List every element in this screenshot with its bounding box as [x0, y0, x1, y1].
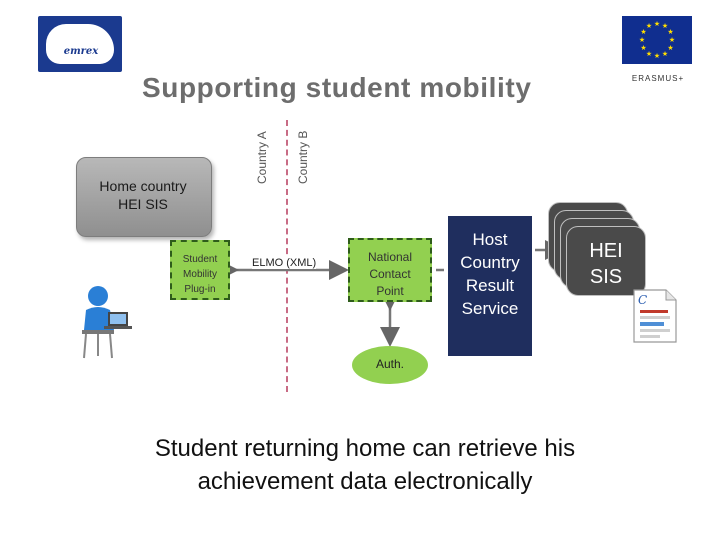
ncp-line3: Point: [348, 283, 432, 300]
hei-line2: SIS: [566, 264, 646, 290]
plugin-line2: Mobility: [170, 267, 230, 282]
host-country-result-service-label: Host Country Result Service: [448, 228, 532, 320]
home-hei-sis-label: Home country HEI SIS: [76, 177, 210, 213]
ncp-line2: Contact: [348, 266, 432, 283]
svg-text:C: C: [638, 293, 647, 307]
ncp-line1: National: [348, 249, 432, 266]
host-line4: Service: [448, 297, 532, 320]
hei-line1: HEI: [566, 238, 646, 264]
caption-text: Student returning home can retrieve his …: [40, 432, 690, 498]
host-line3: Result: [448, 274, 532, 297]
plugin-line1: Student: [170, 252, 230, 267]
caption-line2: achievement data electronically: [40, 465, 690, 498]
auth-label: Auth.: [352, 357, 428, 371]
document-icon: C: [630, 288, 680, 344]
student-computer-icon: [78, 284, 134, 360]
home-hei-sis-line2: HEI SIS: [76, 195, 210, 213]
caption-line1: Student returning home can retrieve his: [40, 432, 690, 465]
host-line2: Country: [448, 251, 532, 274]
host-line1: Host: [448, 228, 532, 251]
plugin-line3: Plug-in: [170, 282, 230, 297]
home-hei-sis-line1: Home country: [76, 177, 210, 195]
national-contact-point-label: National Contact Point: [348, 249, 432, 300]
student-mobility-plugin-label: Student Mobility Plug-in: [170, 252, 230, 297]
hei-sis-label: HEI SIS: [566, 238, 646, 290]
elmo-xml-label: ELMO (XML): [252, 257, 316, 269]
